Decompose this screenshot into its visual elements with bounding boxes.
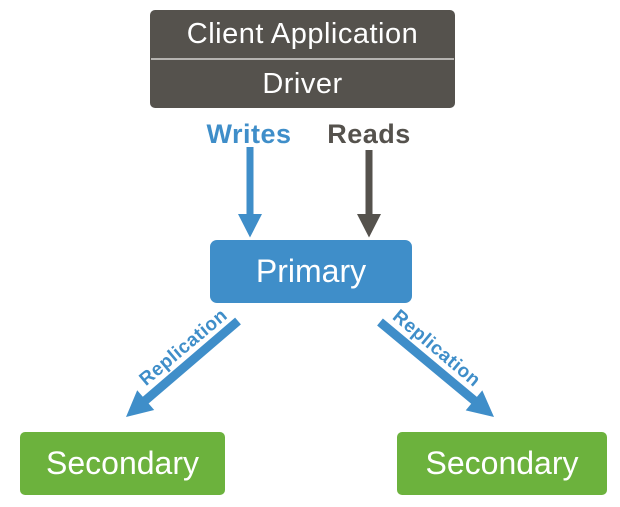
secondary-node-left: Secondary — [20, 432, 225, 495]
writes-arrow-icon — [238, 147, 262, 238]
reads-label: Reads — [327, 119, 411, 149]
writes-label: Writes — [206, 119, 292, 149]
driver-label: Driver — [262, 67, 343, 100]
replication-label-right: Replication — [388, 305, 485, 392]
client-application-box: Client Application Driver — [150, 10, 455, 108]
replication-label-left: Replication — [135, 304, 232, 391]
client-application-label: Client Application — [186, 17, 419, 50]
reads-arrow-icon — [357, 150, 381, 238]
secondary-node-right: Secondary — [397, 432, 607, 495]
client-box-divider — [151, 58, 454, 60]
primary-node: Primary — [210, 240, 412, 303]
